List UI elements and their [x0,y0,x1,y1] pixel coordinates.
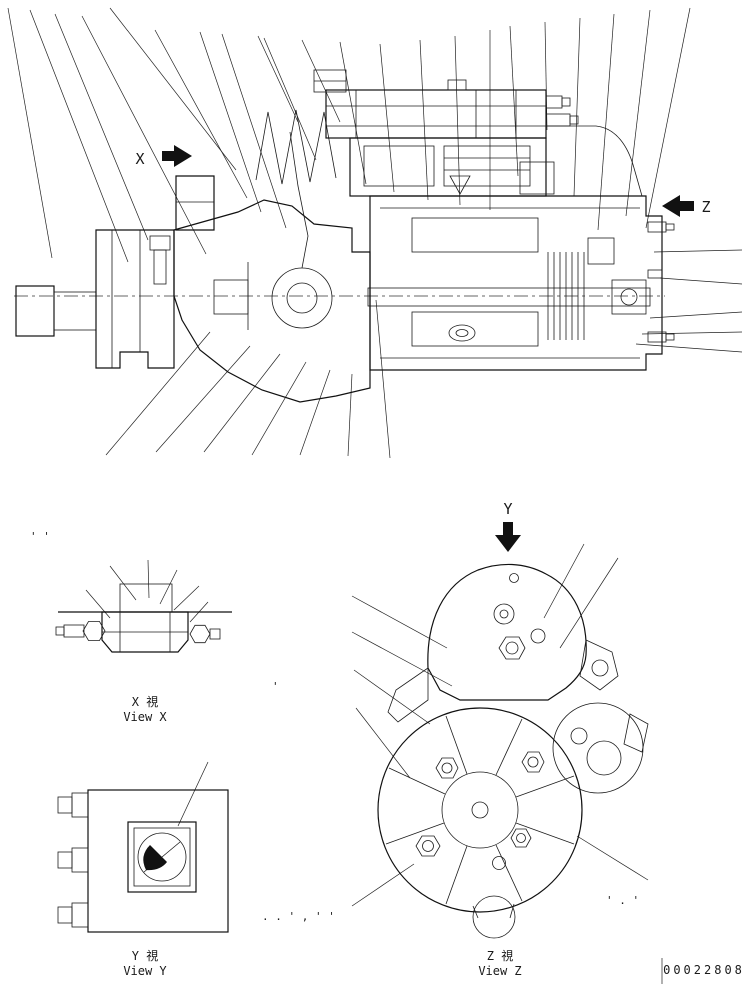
main-section-view: X Z [7,7,743,459]
view-x-title-cjk: X 視 [132,694,158,709]
z-arrow-icon [662,195,680,217]
tick-marks-bottom: . . ' , ' ' [262,910,335,923]
view-y-title-cjk: Y 視 [132,948,158,963]
flange-end [387,563,619,723]
y-arrow-icon [503,522,513,535]
reference-tick-marks: ' ' ' . . ' , ' ' ' . ' [30,530,639,923]
z-arrow-label: Z [701,198,710,216]
drive-housing [173,131,371,403]
view-z-title-en: View Z [478,964,521,978]
view-x-detail: X 視 View X [55,559,232,724]
x-arrow-icon [162,151,174,161]
x-arrow-label: X [135,150,144,168]
view-z-title-cjk: Z 視 [487,948,513,963]
solenoid-switch [313,69,579,139]
view-y-direction-marker: Y [495,500,521,552]
view-x-left-bolt [55,621,106,641]
drawing-number: 00022808 [663,963,745,977]
y-arrow-label: Y [503,500,512,518]
prohibition-symbol-icon [137,832,187,882]
view-y-edge-tabs [57,792,89,928]
tick-marks-left: ' ' [30,530,50,543]
title-block: 00022808 [661,958,745,984]
caution-plate [127,821,197,893]
leader-lines-right [635,249,743,353]
view-x-leader-lines [85,559,209,623]
view-z-direction-marker: Z [662,195,711,217]
motor-end-face [377,707,583,913]
view-x-direction-marker: X [135,145,192,168]
view-y-detail: Y 視 View Y [57,761,229,978]
engagement-spring [255,109,337,185]
tick-marks-right: ' . ' [606,894,639,907]
leader-lines-top [7,7,691,263]
motor-body [367,125,675,371]
view-x-right-bolt [189,624,221,644]
brand-oval-logo [448,324,476,342]
tick-mark-mid: ' [272,680,279,693]
bottom-lug [472,895,516,939]
view-y-leader-line [177,761,209,827]
solenoid-end-face [552,702,649,794]
view-x-title-en: View X [123,710,167,724]
mounting-bracket [175,175,215,231]
output-flange [15,229,175,369]
leader-lines-bottom-left [105,299,391,459]
view-z-leader-lines [351,543,649,907]
view-y-title-en: View Y [123,964,167,978]
view-z-detail: Y [351,500,649,978]
